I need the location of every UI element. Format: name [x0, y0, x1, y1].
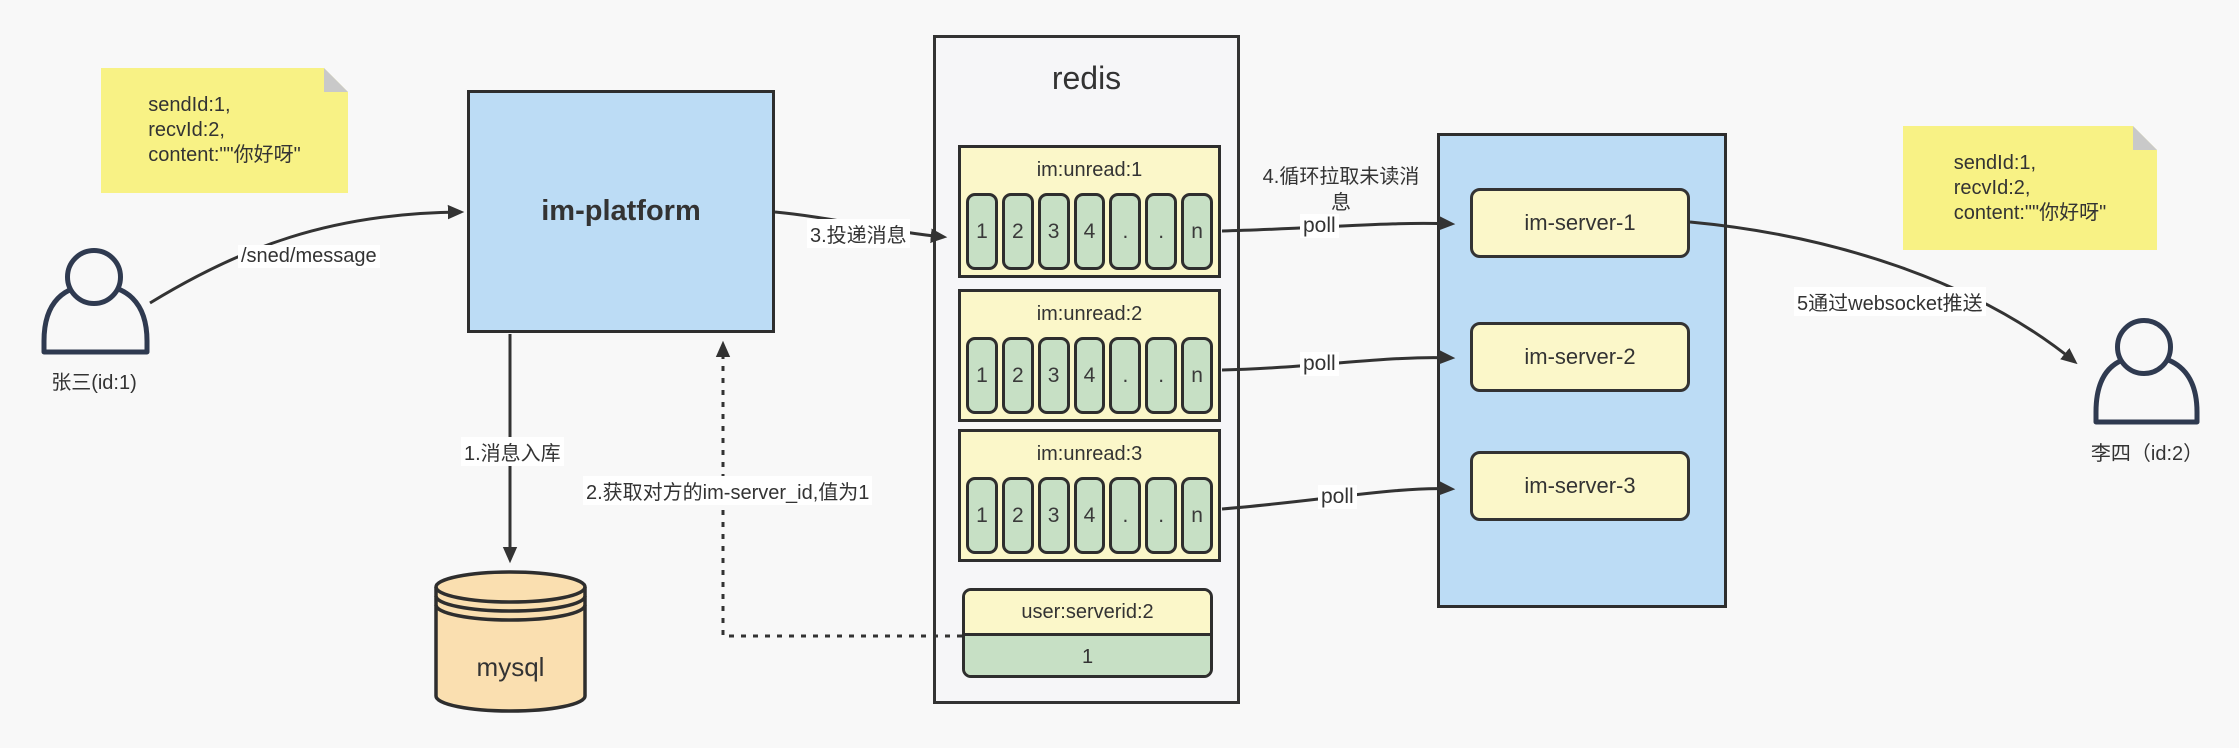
queue-cell: 1	[966, 337, 998, 414]
queue-cell: .	[1145, 337, 1178, 414]
folded-corner-icon	[2133, 126, 2157, 150]
im-platform-label: im-platform	[541, 195, 701, 227]
queue-cell: .	[1145, 477, 1178, 554]
queue-cell: .	[1109, 337, 1142, 414]
note-line: content:""你好呀"	[148, 144, 301, 166]
queue-cell: 2	[1001, 477, 1034, 554]
send-message-label: /sned/message	[238, 245, 380, 268]
step5-label: 5通过websocket推送	[1794, 287, 1986, 316]
step4-label: 4.循环拉取未读消息	[1262, 166, 1420, 214]
poll-label-3: poll	[1318, 485, 1357, 509]
queue-cell: 3	[1037, 193, 1070, 270]
fold-flap	[324, 68, 348, 92]
receiver-name-label: 李四（id:2）	[2090, 443, 2204, 465]
step3-label: 3.投递消息	[807, 219, 910, 248]
queue-cell: 3	[1037, 337, 1070, 414]
sender-name-label: 张三(id:1)	[51, 372, 137, 394]
queue-cell: .	[1145, 193, 1178, 270]
queue-cell: .	[1109, 193, 1142, 270]
note-line: sendId:1,	[1953, 151, 2037, 174]
sticky-note-right: sendId:1,recvId:2,content:""你好呀"	[1903, 126, 2157, 250]
person-receiver-icon	[2093, 318, 2200, 425]
im-server-2-label: im-server-2	[1524, 344, 1636, 369]
queue-cell: 2	[1001, 193, 1034, 270]
user-serverid-value: 1	[965, 633, 1210, 675]
queue-cell: n	[1181, 193, 1214, 270]
sticky-note-left: sendId:1, recvId:2, content:""你好呀"	[101, 68, 348, 193]
fold-flap	[2133, 126, 2157, 150]
queue-cell: 4	[1073, 193, 1106, 270]
im-server-3-box: im-server-3	[1470, 451, 1690, 521]
queue-cell: 4	[1073, 477, 1106, 554]
note-left-lines: sendId:1, recvId:2, content:""你好呀"	[148, 93, 300, 168]
person-sender-icon	[41, 248, 150, 355]
queue-header: im:unread:3	[1036, 443, 1143, 465]
queue-header: im:unread:2	[1036, 303, 1143, 325]
im-server-2-box: im-server-2	[1470, 322, 1690, 392]
queue-cell: 1	[966, 193, 998, 270]
note-right-lines: sendId:1,recvId:2,content:""你好呀"	[1954, 151, 2106, 226]
im-server-1-box: im-server-1	[1470, 188, 1690, 258]
poll-label-2: poll	[1300, 352, 1339, 376]
queue-cell: n	[1181, 337, 1214, 414]
redis-title: redis	[1051, 60, 1122, 96]
mysql-label: mysql	[476, 652, 545, 682]
queue-cell: n	[1181, 477, 1214, 554]
im-server-3-label: im-server-3	[1524, 473, 1636, 498]
note-line: recvId:2,	[148, 119, 225, 141]
im-server-1-label: im-server-1	[1524, 210, 1636, 235]
queue-cell: 2	[1001, 337, 1034, 414]
note-line: content:""你好呀"	[1953, 201, 2107, 224]
queue-header: im:unread:1	[1036, 159, 1143, 181]
queue-cell: 3	[1037, 477, 1070, 554]
poll-label-1: poll	[1300, 214, 1339, 238]
mysql-cylinder-icon	[434, 570, 587, 713]
user-serverid-box: user:serverid:2 1	[962, 588, 1213, 678]
step2-label: 2.获取对方的im-server_id,值为1	[583, 476, 873, 505]
im-platform-box: im-platform	[467, 90, 775, 333]
note-line: sendId:1,	[148, 94, 231, 116]
user-serverid-header: user:serverid:2	[965, 591, 1210, 633]
folded-corner-icon	[324, 68, 348, 92]
queue-cell: 4	[1073, 337, 1106, 414]
queue-cell: 1	[966, 477, 998, 554]
step1-label: 1.消息入库	[461, 437, 564, 466]
queue-cell: .	[1109, 477, 1142, 554]
note-line: recvId:2,	[1953, 176, 2031, 199]
